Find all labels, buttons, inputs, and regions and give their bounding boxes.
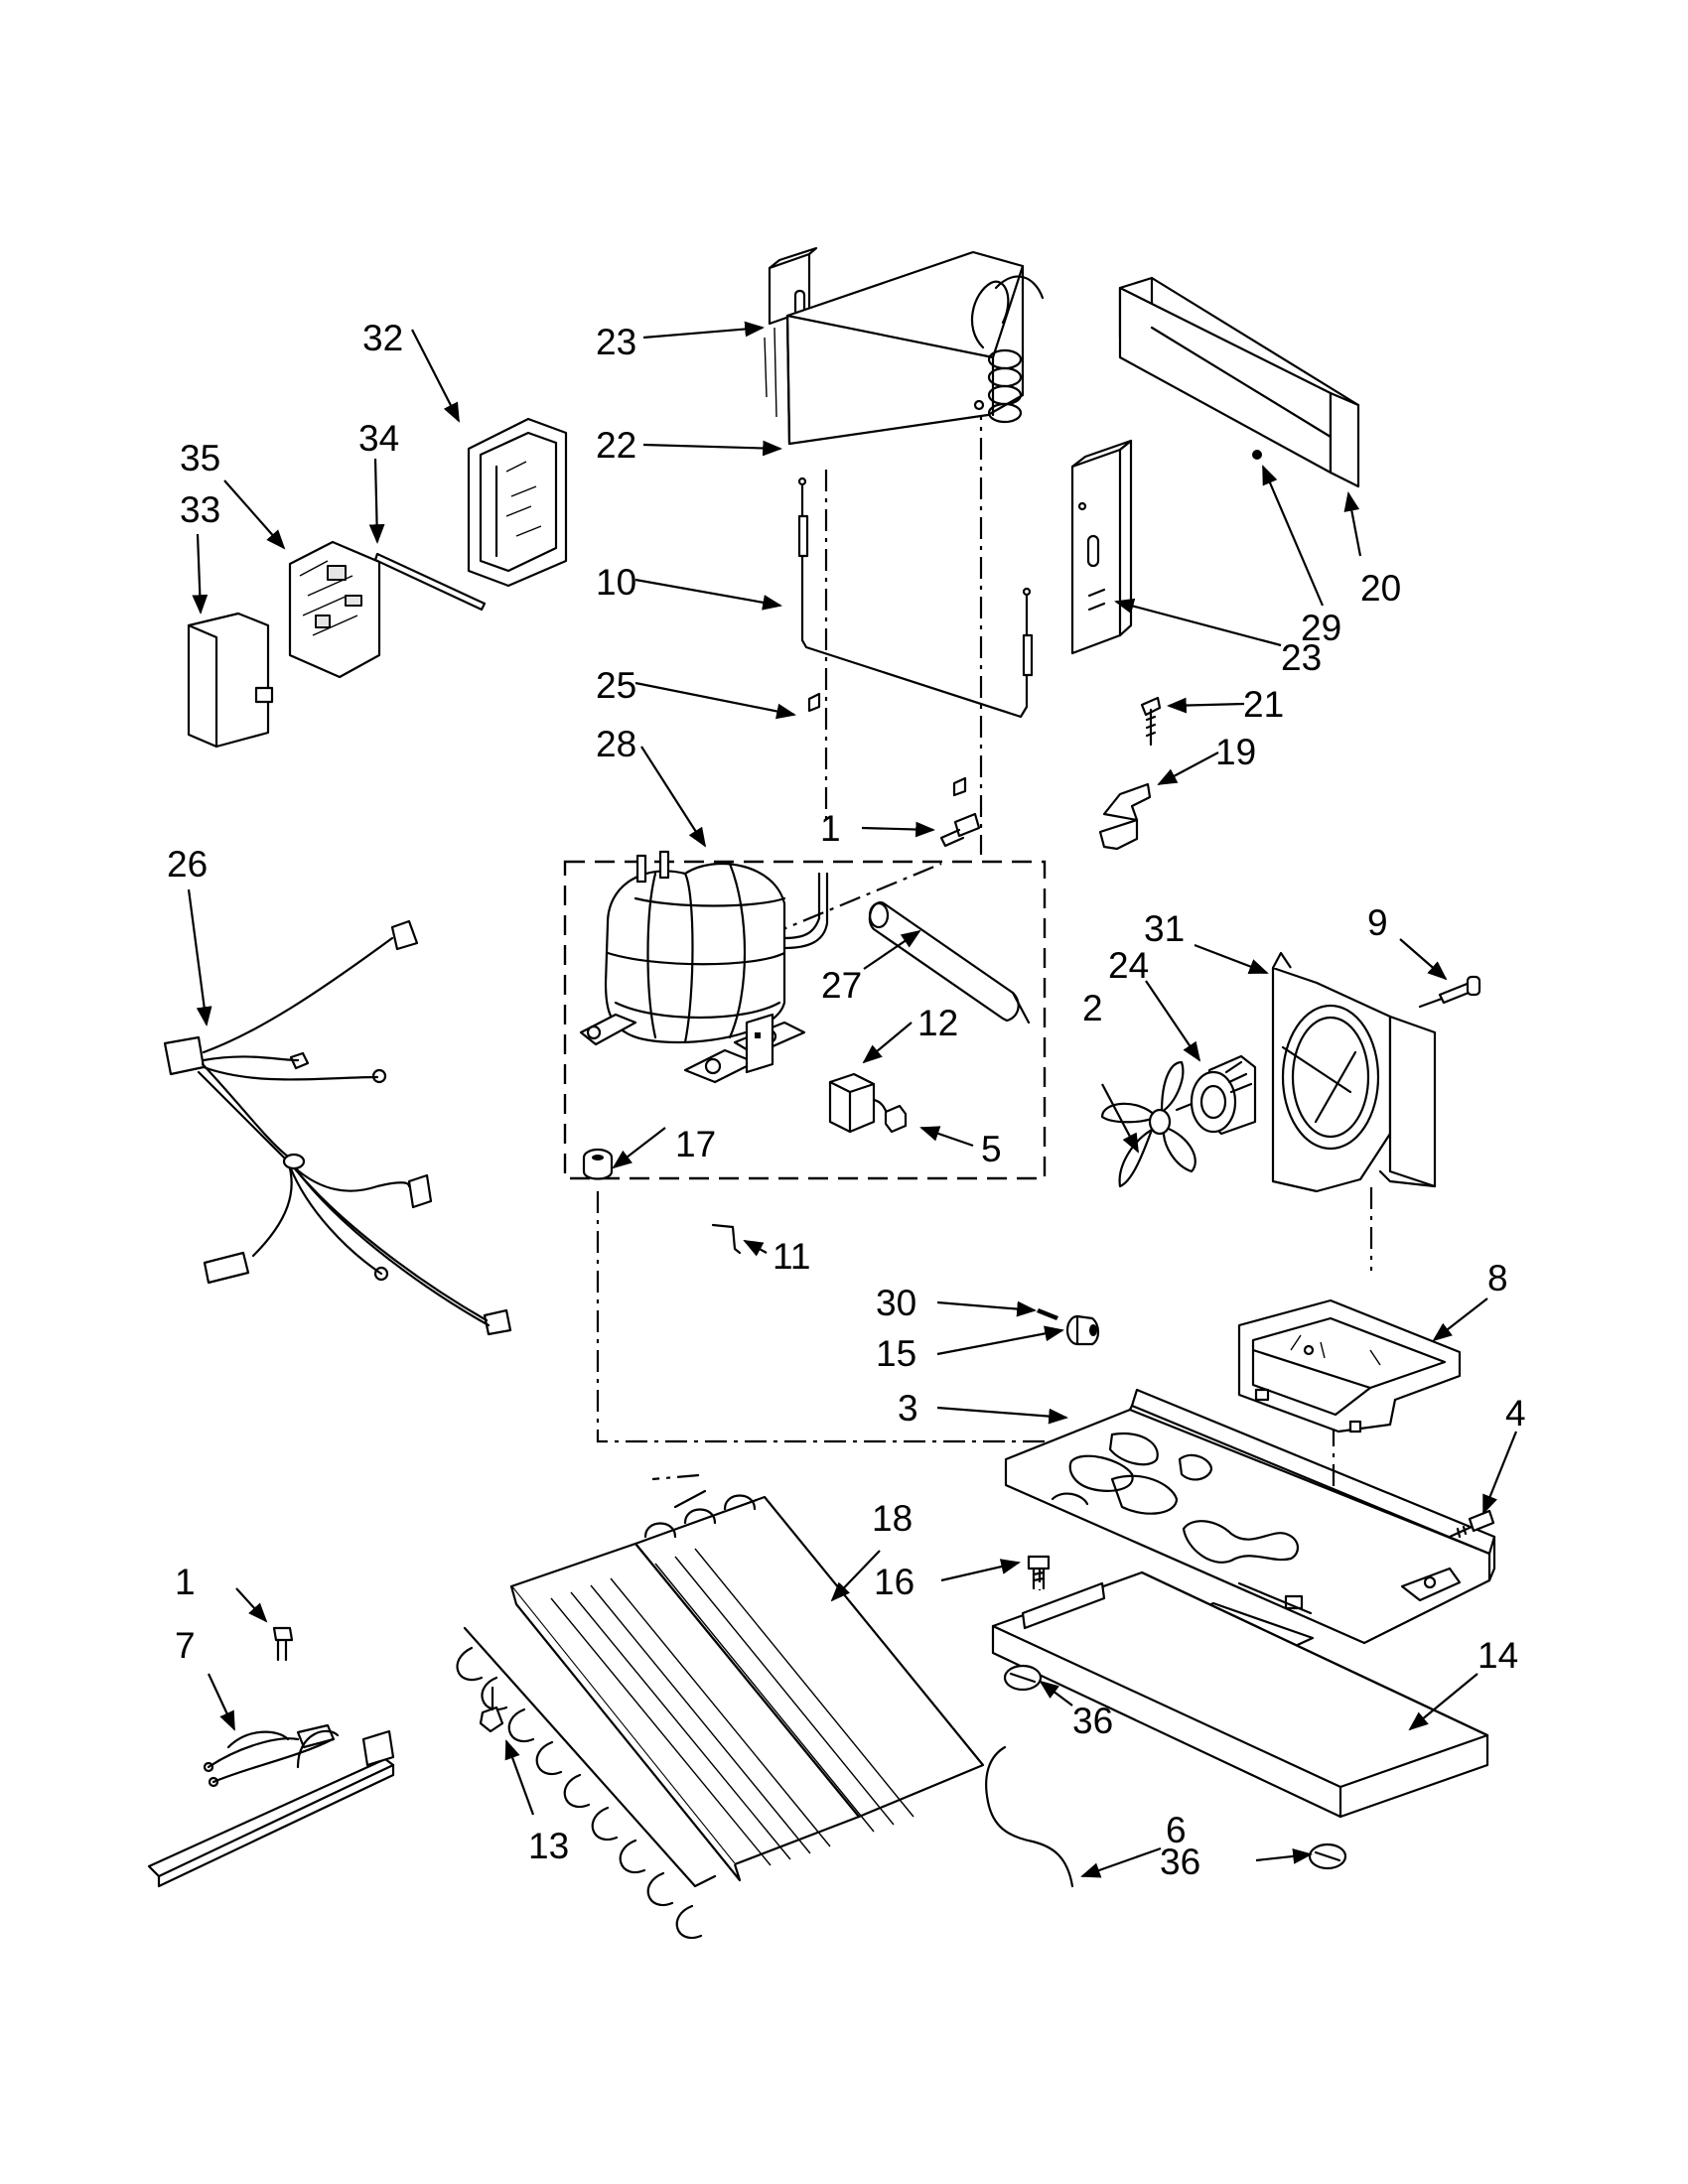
callout-32: 32 xyxy=(362,318,403,358)
grommet-15 xyxy=(1065,1314,1100,1346)
screw-1-lower xyxy=(272,1626,294,1662)
clip-11 xyxy=(711,1223,742,1255)
clip-19 xyxy=(1098,782,1152,851)
screw-29 xyxy=(1252,450,1262,460)
compressor-group-box xyxy=(563,860,1047,1180)
callout-19: 19 xyxy=(1215,732,1256,772)
foot-36-upper xyxy=(1003,1664,1043,1692)
control-board xyxy=(288,540,381,679)
callout-25: 25 xyxy=(596,665,636,706)
leader-arrows xyxy=(187,321,1518,1878)
callout-labels: 23 22 10 25 28 32 34 35 33 26 1 20 29 23… xyxy=(167,318,1526,1882)
callout-13: 13 xyxy=(528,1826,569,1866)
callout-3: 3 xyxy=(898,1388,918,1429)
callout-27: 27 xyxy=(821,965,862,1006)
callout-12: 12 xyxy=(917,1003,958,1043)
drain-tube xyxy=(985,1745,1074,1888)
evaporator xyxy=(764,250,1045,446)
callout-15: 15 xyxy=(876,1333,916,1374)
callout-34: 34 xyxy=(358,418,399,459)
callout-26: 26 xyxy=(167,844,208,885)
harness-bracket-7 xyxy=(147,1723,395,1888)
callout-36-upper: 36 xyxy=(1072,1701,1113,1741)
grommet xyxy=(582,1148,614,1180)
fan-shroud xyxy=(1271,951,1437,1193)
callout-18: 18 xyxy=(872,1498,913,1539)
compressor xyxy=(579,850,829,1084)
callout-11: 11 xyxy=(773,1236,810,1277)
foot-36-lower xyxy=(1308,1843,1347,1870)
callout-1-upper: 1 xyxy=(820,808,841,849)
callout-2: 2 xyxy=(1082,988,1103,1028)
callout-21: 21 xyxy=(1243,684,1284,725)
screw-1-upper xyxy=(939,812,981,848)
callout-7: 7 xyxy=(175,1625,196,1666)
callout-4: 4 xyxy=(1505,1393,1526,1433)
callout-28: 28 xyxy=(596,724,636,764)
callout-6: 6 xyxy=(1166,1810,1187,1850)
relay xyxy=(828,1072,908,1134)
fan-motor xyxy=(1175,1054,1257,1136)
strip-34 xyxy=(373,552,487,612)
callout-8: 8 xyxy=(1487,1258,1508,1298)
fan-blade xyxy=(1100,1060,1196,1188)
callout-9: 9 xyxy=(1367,902,1388,943)
bottom-panel xyxy=(991,1570,1489,1819)
callout-23-lower: 23 xyxy=(1281,637,1322,678)
screw-21 xyxy=(1140,696,1162,747)
pin-30 xyxy=(1037,1308,1058,1320)
wire-harness xyxy=(163,919,512,1336)
clip-13 xyxy=(479,1686,504,1733)
base-plate xyxy=(1004,1388,1496,1650)
callout-17: 17 xyxy=(675,1124,716,1164)
callout-5: 5 xyxy=(981,1129,1002,1169)
evaporator-bracket-lower xyxy=(1070,439,1133,655)
screw-16 xyxy=(1027,1555,1051,1590)
callout-22: 22 xyxy=(596,425,636,466)
evaporator-cover xyxy=(1118,276,1360,488)
board-cover xyxy=(187,612,274,749)
drain-tray xyxy=(1237,1298,1462,1433)
callout-35: 35 xyxy=(180,438,220,478)
defrost-heater xyxy=(797,477,1034,797)
callout-10: 10 xyxy=(596,562,636,603)
callout-23: 23 xyxy=(596,322,636,362)
callout-20: 20 xyxy=(1360,568,1401,609)
control-board-housing xyxy=(467,417,568,588)
callout-33: 33 xyxy=(180,489,220,530)
callout-16: 16 xyxy=(874,1562,914,1602)
callout-30: 30 xyxy=(876,1283,916,1323)
condenser xyxy=(456,1489,985,1939)
screw-9 xyxy=(1418,975,1481,1009)
callout-24: 24 xyxy=(1108,945,1149,986)
callout-36-lower: 36 xyxy=(1160,1842,1200,1882)
callout-29: 29 xyxy=(1301,608,1341,648)
callout-1-lower: 1 xyxy=(175,1562,196,1602)
callout-14: 14 xyxy=(1477,1635,1518,1676)
callout-31: 31 xyxy=(1144,908,1185,949)
